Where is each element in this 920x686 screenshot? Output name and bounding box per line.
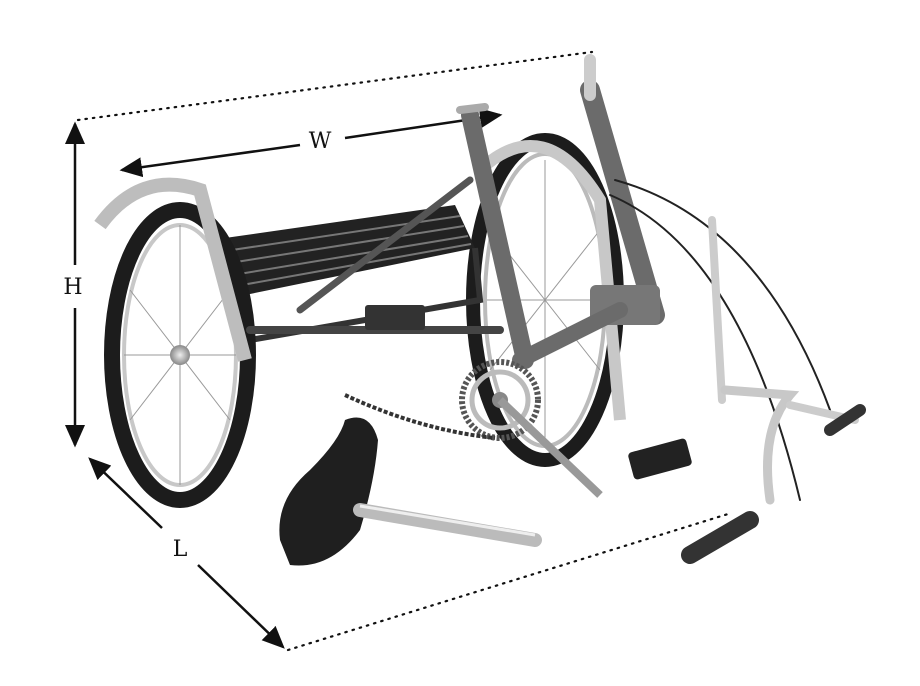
width-label: W (309, 129, 332, 154)
length-dimension: L (88, 457, 285, 649)
chainring (344, 305, 692, 498)
rear-wheel-left (94, 177, 256, 508)
bounding-line-top (76, 50, 594, 122)
tricycle-illustration (94, 54, 866, 566)
width-dimension: W (119, 108, 503, 178)
bounding-line-bottom (286, 512, 730, 652)
height-label: H (63, 275, 82, 300)
height-dimension: H (63, 121, 85, 448)
saddle (279, 417, 542, 566)
length-label: L (173, 537, 188, 562)
handlebar (609, 179, 866, 564)
